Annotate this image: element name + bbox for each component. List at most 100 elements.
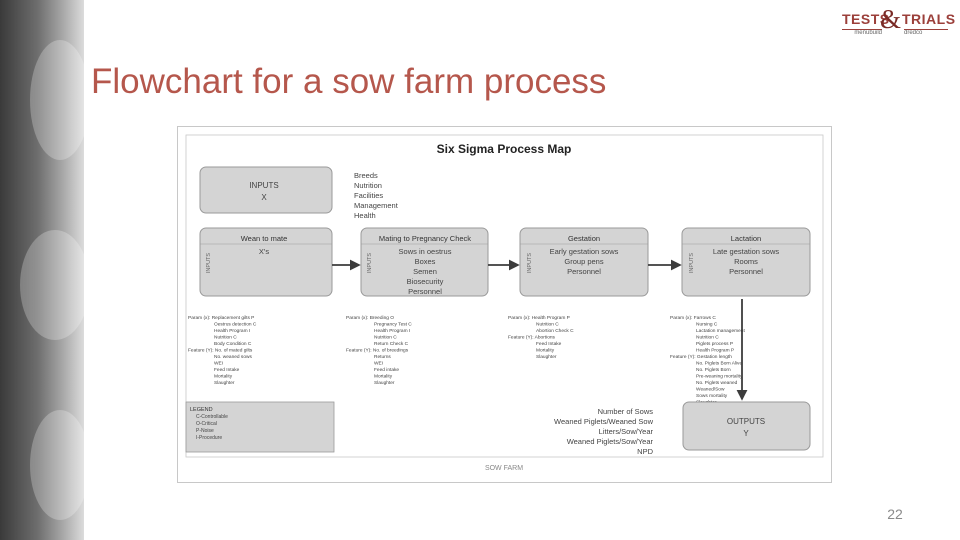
param-note: Param (x): Farrows C	[670, 315, 716, 321]
outputs-box	[682, 401, 811, 451]
param-note: Feature (Y): Gestation length	[670, 354, 732, 360]
param-note: Nutrition C	[696, 335, 719, 341]
param-note: Slaughter	[374, 380, 395, 386]
param-note: Health Program I	[374, 328, 410, 334]
param-note: Sows mortality	[696, 393, 728, 399]
param-note: Slaughter	[214, 380, 235, 386]
param-note: Slaughter	[536, 354, 557, 360]
param-note: Param (x): Health Program P	[508, 315, 570, 321]
stage-item: Rooms	[734, 257, 758, 266]
legend-item: I-Procedure	[196, 435, 222, 441]
legend-title: LEGEND	[190, 407, 213, 413]
stage-item: Biosecurity	[407, 277, 444, 286]
param-note: Mortality	[374, 374, 393, 380]
param-note: Feature (Y): No. of breedings	[346, 348, 409, 354]
background-pig-photo	[0, 0, 90, 540]
stage-item: Semen	[413, 267, 437, 276]
param-note: Piglets process P	[696, 341, 733, 347]
param-note: No. weaned sows	[214, 354, 252, 360]
param-note: Body Condition C	[214, 341, 252, 347]
inputs-box-title: INPUTS	[249, 181, 278, 190]
param-note: Mortality	[214, 374, 233, 380]
logo-word-trials: TRIALS	[902, 11, 956, 27]
param-note: Nutrition C	[374, 335, 397, 341]
stage-side-label: INPUTS	[206, 253, 212, 274]
stage-side-label: INPUTS	[367, 253, 373, 274]
process-map-figure: Six Sigma Process Map INPUTS X Breeds Nu…	[177, 126, 832, 483]
stage-title-lactation: Lactation	[731, 234, 761, 243]
output-item: NPD	[637, 447, 653, 456]
map-footer: SOW FARM	[485, 465, 523, 472]
stage-item: Sows in oestrus	[399, 247, 452, 256]
param-note: Nutrition C	[536, 322, 559, 328]
stage-item: Early gestation sows	[550, 247, 619, 256]
param-note: Return Check C	[374, 341, 409, 347]
process-map-svg: Six Sigma Process Map INPUTS X Breeds Nu…	[185, 134, 824, 472]
logo-subtext-left: menubuild	[842, 29, 882, 36]
input-item: Health	[354, 211, 376, 220]
stage-side-label: INPUTS	[689, 253, 695, 274]
stage-box-gestation	[519, 227, 649, 297]
outputs-box-sub: Y	[743, 429, 749, 438]
stage-box-lactation	[681, 227, 811, 297]
param-note: Feed intake	[374, 367, 399, 373]
stage-side-label: INPUTS	[527, 253, 533, 274]
param-note: Pregnancy Test C	[374, 322, 412, 328]
tests-and-trials-logo: TESTS & TRIALS menubuild dredco	[842, 4, 955, 40]
param-note: Lactation management	[696, 328, 745, 334]
stage-item: Late gestation sows	[713, 247, 780, 256]
input-item: Management	[354, 201, 399, 210]
param-notes-col-2: Param (x): Breeding O Pregnancy Test C H…	[346, 315, 412, 386]
inputs-box	[199, 166, 333, 214]
logo-ampersand: &	[880, 4, 902, 34]
param-note: Abortion Check C	[536, 328, 574, 334]
stage-item: Group pens	[564, 257, 603, 266]
output-item: Litters/Sow/Year	[599, 427, 654, 436]
param-note: Nursing C	[696, 322, 718, 328]
page-number: 22	[887, 506, 903, 522]
stage-box-wean-to-mate	[199, 227, 333, 297]
input-item: Nutrition	[354, 181, 382, 190]
stage-item: Boxes	[415, 257, 436, 266]
input-item: Facilities	[354, 191, 383, 200]
param-notes-col-1: Param (x): Replacement gilts P Oestrus d…	[188, 315, 257, 386]
stage-item: X's	[259, 247, 269, 256]
param-note: Feature (Y): Abortions	[508, 335, 556, 341]
stage-title-mating: Mating to Pregnancy Check	[379, 234, 471, 243]
param-note: Nutrition C	[214, 335, 237, 341]
legend-box	[185, 401, 335, 453]
param-note: Mortality	[536, 348, 555, 354]
logo-word-tests: TESTS	[842, 11, 890, 27]
legend-item: P-Noise	[196, 428, 214, 434]
map-heading: Six Sigma Process Map	[437, 142, 572, 156]
param-note: No. Piglets Born	[696, 367, 731, 373]
stage-item: Personnel	[729, 267, 763, 276]
param-note: Weaned/Sow	[696, 387, 725, 393]
inputs-box-sub: X	[261, 193, 267, 202]
stage-title-gestation: Gestation	[568, 234, 600, 243]
param-note: WEI	[214, 361, 223, 367]
param-note: No. Piglets weaned	[696, 380, 738, 386]
param-note: Param (x): Breeding O	[346, 315, 394, 321]
stage-title-wean-to-mate: Wean to mate	[241, 234, 288, 243]
output-item: Number of Sows	[598, 407, 654, 416]
stage-item: Personnel	[567, 267, 601, 276]
outputs-box-title: OUTPUTS	[727, 417, 765, 426]
param-note: No. Piglets Born Alive	[696, 361, 742, 367]
param-note: Health Program P	[696, 348, 734, 354]
param-note: Health Program I	[214, 328, 250, 334]
param-note: Feature (Y): No. of mated gilts	[188, 348, 253, 354]
param-note: Feed Intake	[536, 341, 562, 347]
param-note: Pre-weaning mortality	[696, 374, 743, 380]
legend-item: C-Controllable	[196, 414, 228, 420]
logo-subtext-right: dredco	[904, 29, 948, 36]
input-item: Breeds	[354, 171, 378, 180]
output-item: Weaned Piglets/Sow/Year	[567, 437, 654, 446]
slide-title: Flowchart for a sow farm process	[91, 62, 607, 101]
param-note: Feed Intake	[214, 367, 240, 373]
output-item: Weaned Piglets/Weaned Sow	[554, 417, 654, 426]
stage-box-mating	[360, 227, 489, 297]
param-note: Returns	[374, 354, 391, 360]
legend-item: O-Critical	[196, 421, 217, 427]
param-note: Oestrus detection C	[214, 322, 257, 328]
